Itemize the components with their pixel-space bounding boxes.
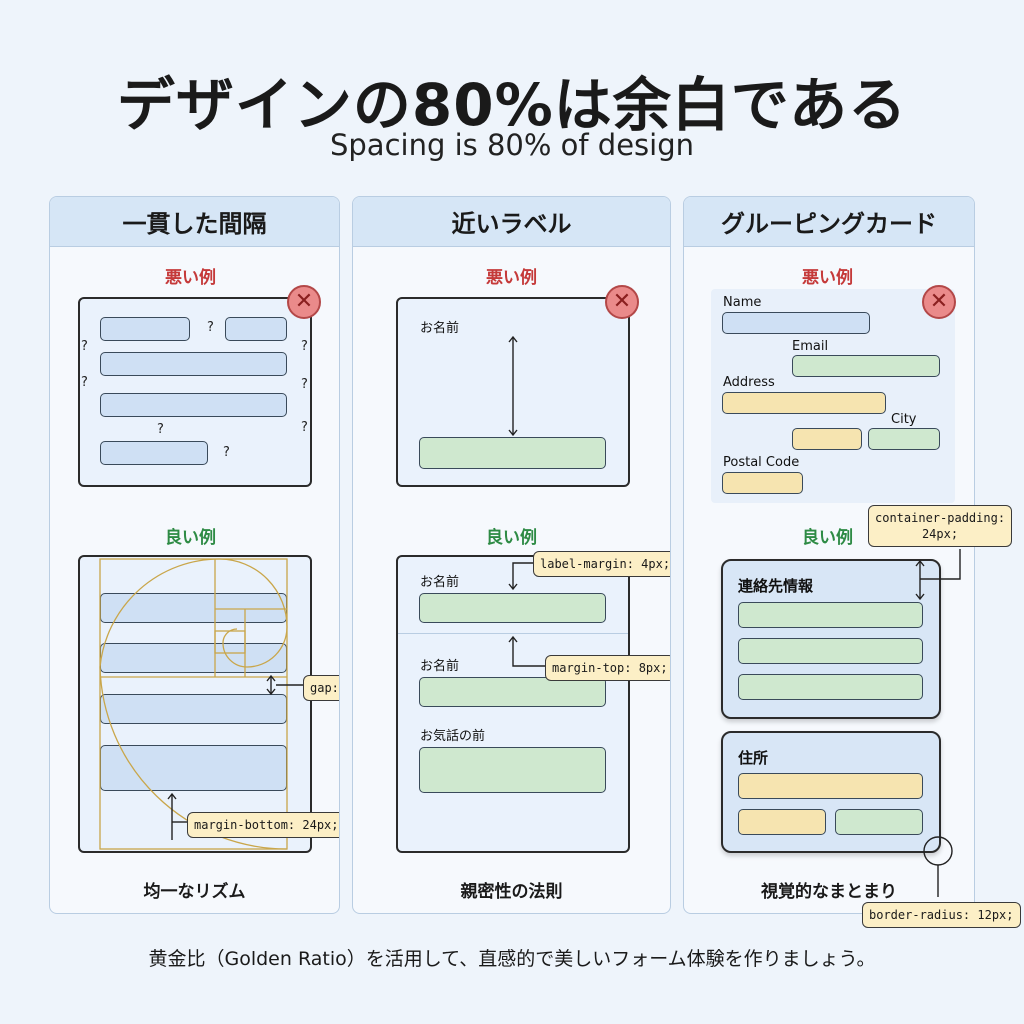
field-placeholder	[835, 809, 923, 835]
field-placeholder	[100, 352, 287, 376]
field-label: お気話の前	[420, 729, 486, 744]
gap-annotation: gap: 16px;	[303, 675, 339, 701]
bad-example-label: 悪い例	[165, 268, 216, 288]
question-mark: ?	[81, 339, 88, 354]
field-placeholder	[100, 317, 190, 341]
panel-caption: 均一なリズム	[143, 882, 246, 902]
field-placeholder	[100, 393, 287, 417]
field-placeholder	[419, 677, 606, 707]
field-placeholder	[100, 643, 287, 673]
border-radius-annotation: border-radius: 12px;	[862, 902, 1021, 928]
field-label: お名前	[420, 321, 460, 336]
field-placeholder	[738, 773, 923, 799]
field-placeholder	[225, 317, 287, 341]
good-example-label: 良い例	[486, 528, 537, 548]
question-mark: ?	[207, 320, 214, 335]
question-mark: ?	[301, 377, 308, 392]
field-label: Name	[723, 295, 762, 310]
panel-caption: 視覚的なまとまり	[761, 882, 897, 902]
card-title: 連絡先情報	[738, 577, 814, 595]
note-line: 24px;	[921, 527, 959, 541]
label-margin-annotation: label-margin: 4px;	[533, 551, 670, 577]
panel-heading: 一貫した間隔	[50, 197, 339, 247]
field-placeholder	[792, 355, 940, 377]
question-mark: ?	[301, 420, 308, 435]
margin-top-annotation: margin-top: 8px;	[545, 655, 670, 681]
question-mark: ?	[301, 339, 308, 354]
page-subtitle: Spacing is 80% of design	[329, 128, 695, 162]
close-icon: ✕	[922, 285, 956, 319]
question-mark: ?	[81, 375, 88, 390]
panel-heading: グルーピングカード	[684, 197, 974, 247]
bad-example-label: 悪い例	[486, 268, 537, 288]
field-placeholder	[100, 694, 287, 724]
field-label: Postal Code	[723, 455, 800, 470]
field-label: お名前	[420, 575, 460, 590]
field-placeholder	[100, 593, 287, 623]
field-placeholder	[738, 809, 826, 835]
note-line: container-padding:	[875, 511, 1006, 525]
panel-consistent-spacing: 一貫した間隔 悪い例 ✕ ? ? ? ? ? ? ? ? 良い例	[49, 196, 340, 914]
field-placeholder	[722, 392, 886, 414]
field-label: Email	[792, 339, 829, 354]
field-placeholder	[419, 593, 606, 623]
container-padding-annotation: container-padding: 24px;	[868, 505, 1013, 547]
field-placeholder	[738, 674, 923, 700]
field-placeholder	[722, 472, 803, 494]
field-placeholder	[419, 437, 606, 469]
field-placeholder	[419, 747, 606, 793]
panel-caption: 親密性の法則	[460, 882, 563, 902]
field-label: Address	[723, 375, 775, 390]
margin-bottom-annotation: margin-bottom: 24px;	[187, 812, 339, 838]
panel-grouping-cards: グルーピングカード 悪い例 Name Email Address City Po…	[683, 196, 975, 914]
field-placeholder	[738, 638, 923, 664]
bad-example-label: 悪い例	[802, 268, 853, 288]
field-placeholder	[100, 745, 287, 791]
divider	[398, 633, 628, 634]
good-example-label: 良い例	[802, 528, 853, 548]
close-icon: ✕	[605, 285, 639, 319]
field-placeholder	[792, 428, 862, 450]
page-title: デザインの80%は余白である	[116, 71, 908, 139]
panel-close-labels: 近いラベル 悪い例 お名前 ✕ 良い例 お名前 お名前 お気話の前 label-…	[352, 196, 671, 914]
field-placeholder	[738, 602, 923, 628]
field-placeholder	[100, 441, 208, 465]
field-label: お名前	[420, 659, 460, 674]
question-mark: ?	[223, 445, 230, 460]
field-placeholder	[868, 428, 940, 450]
card-title: 住所	[738, 749, 769, 767]
field-placeholder	[722, 312, 870, 334]
close-icon: ✕	[287, 285, 321, 319]
panel-heading: 近いラベル	[353, 197, 670, 247]
good-example-label: 良い例	[165, 528, 216, 548]
question-mark: ?	[157, 422, 164, 437]
footer-text: 黄金比（Golden Ratio）を活用して、直感的で美しいフォーム体験を作りま…	[148, 948, 876, 970]
field-label: City	[891, 412, 917, 427]
